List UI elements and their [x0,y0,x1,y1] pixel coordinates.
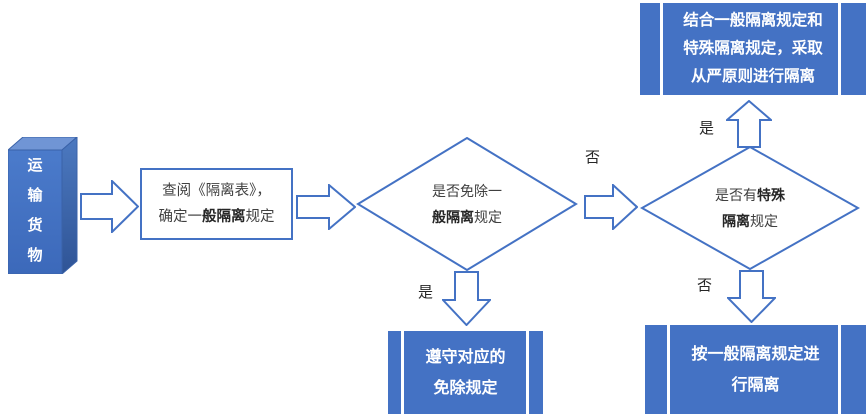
flow-arrow-right-icon [584,184,638,230]
decision-text-line: 隔离规定 [722,213,778,229]
predefined-process-bar [526,331,529,414]
flow-arrow-right-icon [296,184,356,230]
cargo-char: 货 [27,217,43,234]
result-combined-strict: 结合一般隔离规定和 特殊隔离规定，采取 从严原则进行隔离 [640,3,866,95]
result-text-line: 遵守对应的 [425,348,506,366]
diamond-shape [640,146,860,270]
result-text-line: 特殊隔离规定，采取 [683,40,823,57]
decision-text-line: 是否免除一 [432,183,502,199]
flow-arrow-right-icon [80,180,139,233]
step-lookup-table: 查阅《隔离表》， 确定一般隔离规定 [140,168,293,240]
decision-text-line: 般隔离规定 [432,209,502,225]
predefined-process-bar [401,331,404,414]
flow-arrow-down-icon [442,271,491,326]
predefined-process-bar [667,325,670,414]
predefined-process-bar [838,3,841,95]
branch-label-no: 否 [585,149,601,166]
result-general-segregation: 按一般隔离规定进 行隔离 [645,325,866,414]
cargo-char: 物 [27,247,43,264]
result-follow-exemption: 遵守对应的 免除规定 [388,331,543,414]
cargo-cuboid-shape [8,137,78,274]
result-text-line: 结合一般隔离规定和 [683,12,823,29]
cargo-char: 输 [27,187,43,204]
predefined-process-bar [838,325,841,414]
decision-general-exemption: 是否免除一 般隔离规定 [356,137,578,271]
flow-arrow-up-icon [726,100,772,148]
branch-label-no: 否 [697,277,713,294]
result-text-line: 行隔离 [731,376,780,394]
result-text-line: 按一般隔离规定进 [691,345,820,363]
result-text-line: 从严原则进行隔离 [690,68,815,85]
cargo-cuboid-label: 运 输 货 物 [8,151,62,271]
branch-label-yes: 是 [418,284,434,301]
step-lookup-line: 确定一般隔离规定 [158,209,275,225]
predefined-process-bar [660,3,663,95]
step-lookup-line: 查阅《隔离表》， [162,183,271,199]
branch-label-yes: 是 [699,120,715,137]
result-text-line: 免除规定 [433,379,498,397]
diamond-shape [356,137,578,271]
flow-arrow-down-icon [727,270,776,323]
cargo-char: 运 [27,157,43,174]
decision-text-line: 是否有特殊 [715,187,785,203]
decision-special-rules: 是否有特殊 隔离规定 [640,146,860,270]
